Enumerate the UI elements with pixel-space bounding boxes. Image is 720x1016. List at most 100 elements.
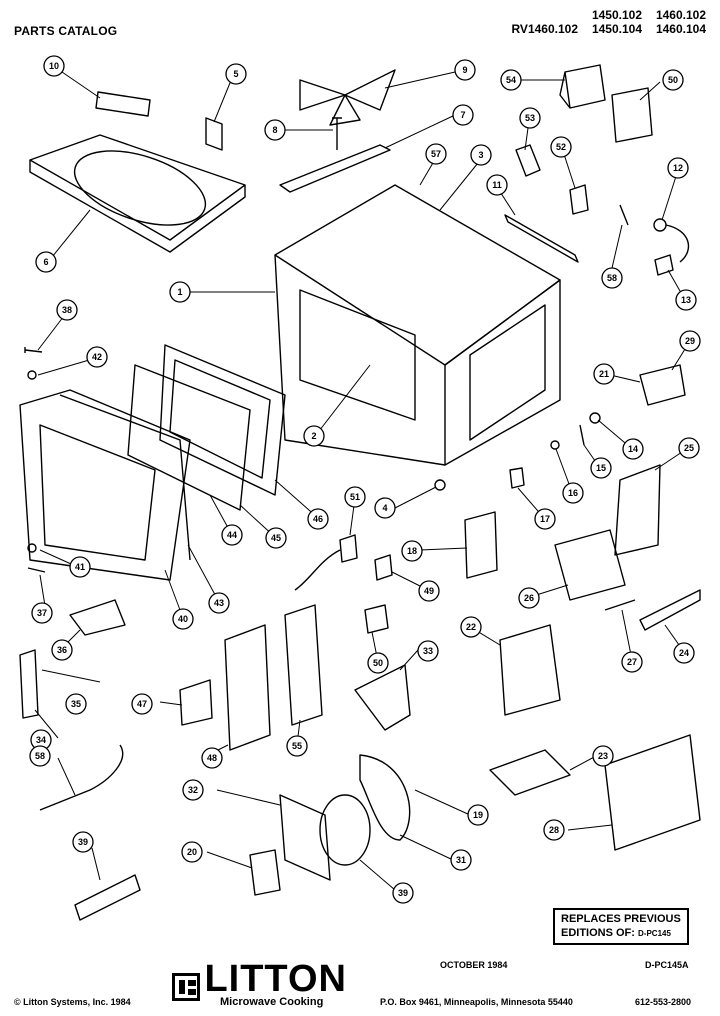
- callout-circle: [543, 819, 565, 841]
- callout-number: 32: [188, 785, 198, 795]
- callout-circle: [208, 592, 230, 614]
- callout-circle: [72, 831, 94, 853]
- callout-circle: [264, 119, 286, 141]
- callout-circle: [225, 63, 247, 85]
- callout-number: 23: [598, 751, 608, 761]
- callout-number: 52: [556, 142, 566, 152]
- part-probe: [39, 744, 124, 811]
- part-door-choke: [59, 394, 191, 561]
- callout-circle: [518, 587, 540, 609]
- callout-circle: [35, 251, 57, 273]
- model-number: RV1460.102: [511, 22, 578, 36]
- callout-circle: [519, 107, 541, 129]
- part-back-panel: [604, 734, 701, 851]
- callout-circle: [467, 804, 489, 826]
- callout-number: 37: [37, 608, 47, 618]
- callout-circle: [450, 849, 472, 871]
- callout-number: 38: [62, 305, 72, 315]
- part-control-bracket: [179, 679, 213, 726]
- callout-circle: [131, 693, 153, 715]
- part-latch-assembly: [69, 599, 126, 636]
- part-thermal: [364, 604, 389, 634]
- callout-circle: [69, 556, 91, 578]
- callout-number: 20: [187, 847, 197, 857]
- callout-number: 35: [71, 699, 81, 709]
- replaces-line-2: EDITIONS OF:: [561, 927, 635, 939]
- callout-circle: [621, 651, 643, 673]
- callout-number: 4: [382, 503, 387, 513]
- callout-number: 42: [92, 352, 102, 362]
- part-door-gasket-inner: [169, 359, 271, 479]
- part-nut: [550, 440, 560, 450]
- company-phone: 612-553-2800: [635, 997, 692, 1007]
- callout-number: 41: [75, 562, 85, 572]
- callout-number: 25: [684, 443, 694, 453]
- callout-number: 57: [431, 149, 441, 159]
- part-switch-17: [509, 467, 525, 489]
- part-rail: [279, 144, 391, 193]
- part-base-plate: [29, 134, 246, 241]
- callout-number: 16: [568, 488, 578, 498]
- callout-number: 53: [525, 113, 535, 123]
- callout-circle: [534, 508, 556, 530]
- part-cavity-opening: [299, 289, 416, 421]
- callout-number: 47: [137, 699, 147, 709]
- callout-number: 9: [462, 65, 467, 75]
- part-capacitor: [489, 749, 571, 796]
- part-wire: [665, 224, 690, 263]
- callout-number: 19: [473, 810, 483, 820]
- callout-number: 58: [35, 751, 45, 761]
- part-screw: [332, 117, 342, 150]
- callout-number: 14: [628, 444, 638, 454]
- callout-number: 50: [373, 658, 383, 668]
- callout-number: 44: [227, 530, 237, 540]
- part-fan-blade: [299, 69, 396, 126]
- callout-number: 31: [456, 855, 466, 865]
- callout-number: 12: [673, 163, 683, 173]
- leader-lines: [34, 71, 691, 891]
- callout-circle: [679, 330, 701, 352]
- callout-circle: [675, 289, 697, 311]
- copyright: © Litton Systems, Inc. 1984: [14, 997, 131, 1007]
- callout-number: 49: [424, 586, 434, 596]
- callout-circle: [593, 363, 615, 385]
- callout-circle: [486, 174, 508, 196]
- callout-circle: [86, 346, 108, 368]
- callout-number: 55: [292, 741, 302, 751]
- replaces-line-1: REPLACES PREVIOUS: [561, 913, 681, 925]
- callout-circle: [662, 69, 684, 91]
- callout-circle: [667, 157, 689, 179]
- callout-circle: [622, 438, 644, 460]
- model-row-1: 1450.102 1460.102: [505, 8, 706, 22]
- callout-number: 17: [540, 514, 550, 524]
- callout-number: 21: [599, 369, 609, 379]
- part-washer-2: [27, 543, 37, 553]
- callout-circle: [29, 745, 51, 767]
- callout-circle: [592, 745, 614, 767]
- callout-circle: [500, 69, 522, 91]
- part-door-gasket: [159, 344, 286, 496]
- callout-number: 50: [668, 75, 678, 85]
- callout-number: 45: [271, 533, 281, 543]
- part-bar: [504, 214, 579, 263]
- callout-circle: [678, 437, 700, 459]
- callout-circle: [221, 524, 243, 546]
- part-waveguide: [614, 464, 661, 556]
- callout-circle: [590, 457, 612, 479]
- callout-number: 58: [607, 273, 617, 283]
- model-number: 1460.102: [655, 8, 706, 22]
- litton-logo: LITTON: [172, 960, 347, 1001]
- catalog-code: D-PC145A: [645, 960, 689, 970]
- part-cabinet-front: [274, 254, 446, 466]
- callout-number: 28: [549, 825, 559, 835]
- model-number: 1450.102: [591, 8, 642, 22]
- part-label-plate: [95, 91, 151, 117]
- callout-number: 39: [78, 837, 88, 847]
- part-cabinet-top: [274, 184, 561, 366]
- callout-number: 29: [685, 336, 695, 346]
- callout-circle: [201, 747, 223, 769]
- callout-number: 6: [43, 257, 48, 267]
- callout-circle: [418, 580, 440, 602]
